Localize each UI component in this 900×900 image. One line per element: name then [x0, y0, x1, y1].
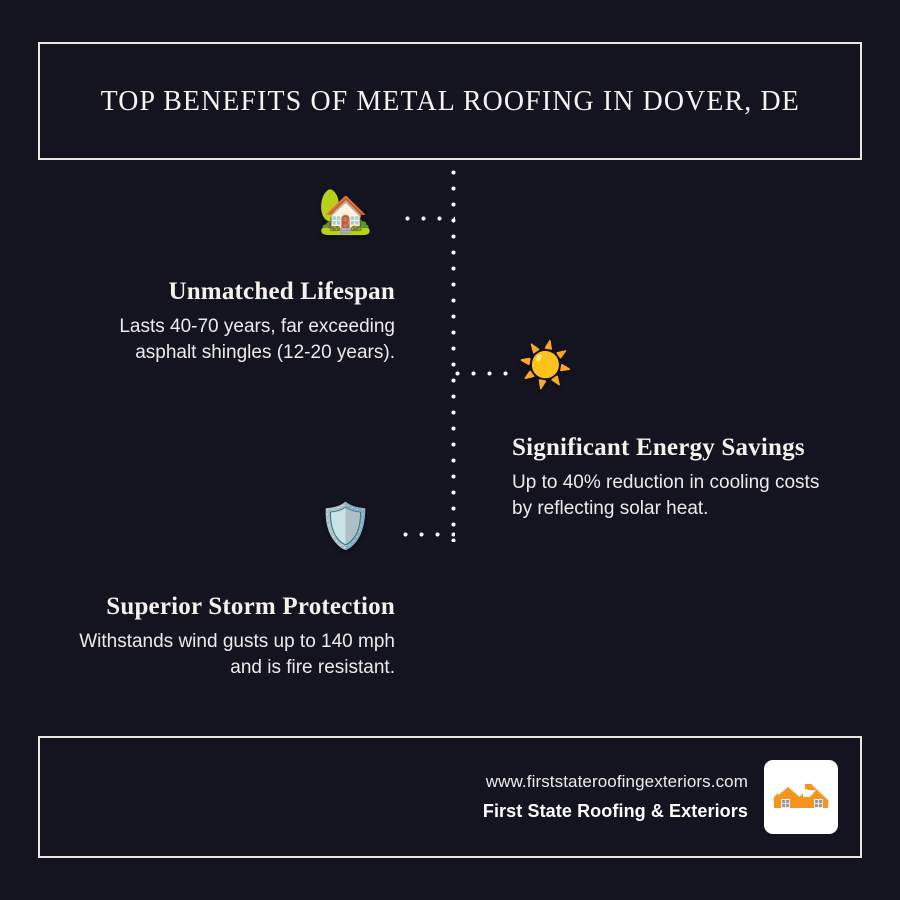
- connector-dots-benefit-3: [403, 532, 455, 537]
- benefit-body: Withstands wind gusts up to 140 mph and …: [79, 631, 395, 678]
- rooftops-logo-icon: [773, 784, 829, 808]
- benefit-text-block: Significant Energy Savings Up to 40% red…: [512, 434, 842, 521]
- connector-dots-benefit-2: [455, 371, 511, 376]
- company-logo: [764, 760, 838, 834]
- benefit-item-lifespan: 🏡 Unmatched Lifespan Lasts 40-70 years, …: [60, 190, 395, 365]
- footer-frame: www.firststateroofingexteriors.com First…: [38, 736, 862, 858]
- page-title: TOP BENEFITS OF METAL ROOFING IN DOVER, …: [100, 84, 800, 117]
- benefit-item-energy-savings: ☀️ Significant Energy Savings Up to 40% …: [512, 344, 842, 521]
- benefit-heading: Superior Storm Protection: [106, 593, 395, 620]
- footer-content: www.firststateroofingexteriors.com First…: [483, 760, 838, 834]
- title-frame: TOP BENEFITS OF METAL ROOFING IN DOVER, …: [38, 42, 862, 160]
- company-name: First State Roofing & Exteriors: [482, 801, 748, 821]
- website-url[interactable]: www.firststateroofingexteriors.com: [485, 772, 748, 791]
- house-with-garden-icon: 🏡: [318, 187, 373, 236]
- benefit-item-storm-protection: 🛡️ Superior Storm Protection Withstands …: [60, 505, 395, 680]
- benefit-heading: Significant Energy Savings: [512, 434, 805, 461]
- benefit-text-block: Superior Storm Protection Withstands win…: [60, 593, 395, 680]
- benefit-text-block: Unmatched Lifespan Lasts 40-70 years, fa…: [60, 278, 395, 365]
- benefit-body: Lasts 40-70 years, far exceeding asphalt…: [119, 316, 395, 363]
- benefit-body: Up to 40% reduction in cooling costs by …: [512, 472, 820, 519]
- benefit-heading: Unmatched Lifespan: [168, 278, 395, 305]
- footer-text-block: www.firststateroofingexteriors.com First…: [483, 772, 748, 822]
- timeline-spine-dotted-line: [451, 170, 456, 542]
- connector-dots-benefit-1: [405, 216, 455, 221]
- sun-icon: ☀️: [518, 341, 573, 390]
- shield-icon: 🛡️: [318, 502, 373, 551]
